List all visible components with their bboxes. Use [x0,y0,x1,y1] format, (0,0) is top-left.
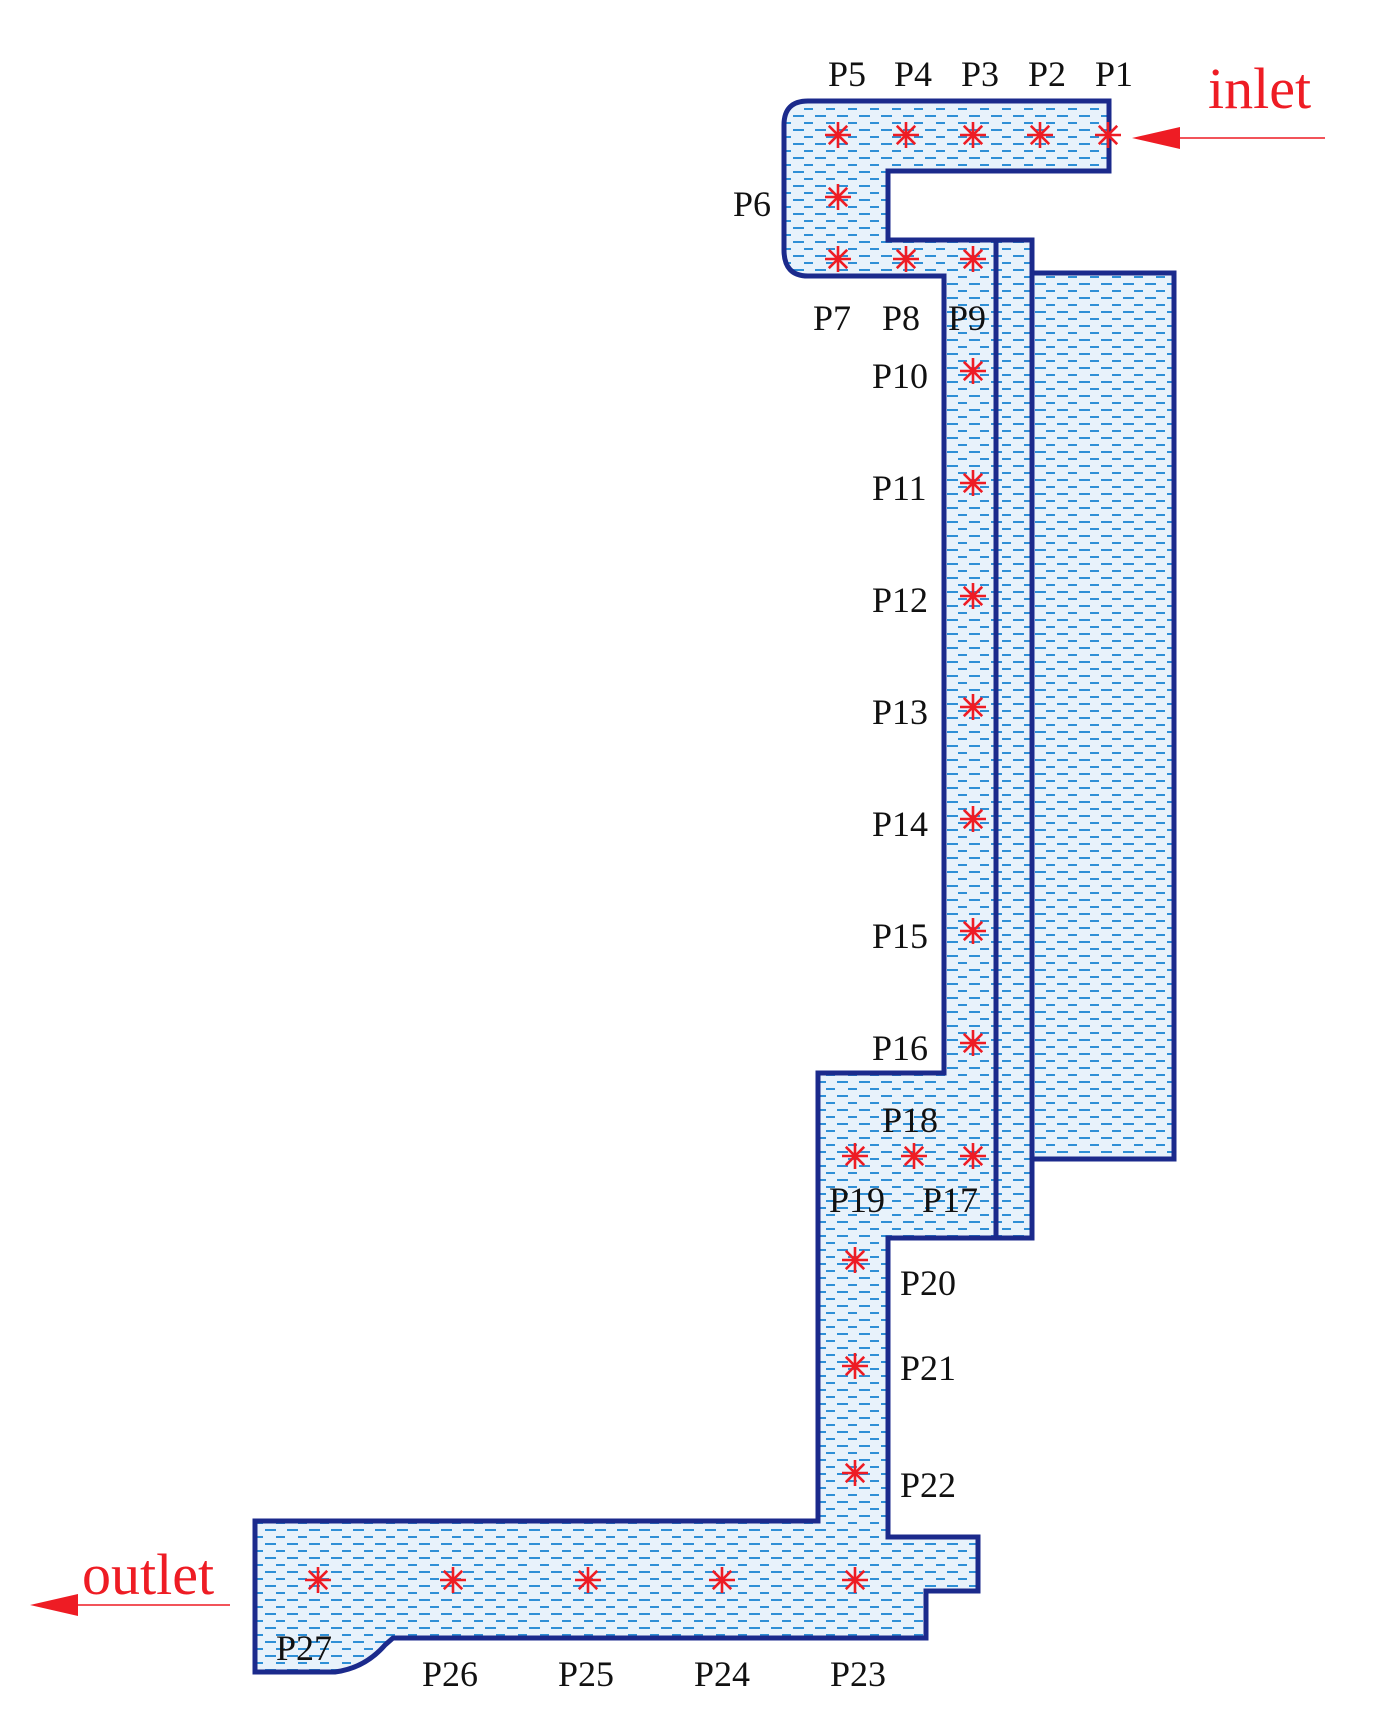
point-label-p2: P2 [1028,54,1066,94]
star-stroke [962,696,984,718]
star-stroke [1097,124,1119,146]
star-stroke [844,1462,866,1484]
star-stroke [844,1145,866,1167]
point-label-p5: P5 [828,54,866,94]
monitoring-point-p1-star-icon [1095,122,1121,148]
monitoring-point-p3-star-icon [960,122,986,148]
inlet-label: inlet [1208,56,1311,121]
point-label-p9: P9 [948,298,986,338]
star-stroke [827,248,849,270]
point-label-p8: P8 [882,298,920,338]
star-stroke [827,124,849,146]
point-label-p23: P23 [830,1654,886,1694]
point-label-p1: P1 [1095,54,1133,94]
monitoring-points [305,122,1121,1593]
point-label-p21: P21 [900,1348,956,1388]
point-label-p3: P3 [961,54,999,94]
point-label-p24: P24 [694,1654,750,1694]
star-stroke [844,1569,866,1591]
star-stroke [962,808,984,830]
monitoring-point-p26-star-icon [440,1567,466,1593]
point-label-p16: P16 [872,1028,928,1068]
star-stroke [962,920,984,942]
monitoring-point-p6-star-icon [825,184,851,210]
point-label-p11: P11 [872,468,927,508]
point-label-p4: P4 [894,54,932,94]
point-label-p12: P12 [872,580,928,620]
point-label-p25: P25 [558,1654,614,1694]
point-label-p18: P18 [882,1100,938,1140]
star-stroke [711,1569,733,1591]
point-label-p17: P17 [922,1180,978,1220]
point-label-p22: P22 [900,1465,956,1505]
monitoring-point-p25-star-icon [575,1567,601,1593]
monitoring-point-p12-star-icon [960,583,986,609]
monitoring-point-p15-star-icon [960,918,986,944]
monitoring-point-p27-star-icon [305,1567,331,1593]
monitoring-point-p16-star-icon [960,1030,986,1056]
star-stroke [962,1032,984,1054]
monitoring-point-p7-star-icon [825,246,851,272]
monitoring-point-p2-star-icon [1027,122,1053,148]
star-stroke [844,1355,866,1377]
monitoring-point-p13-star-icon [960,694,986,720]
star-stroke [962,472,984,494]
outlet-label: outlet [82,1542,214,1607]
monitoring-point-p14-star-icon [960,806,986,832]
point-label-p19: P19 [829,1180,885,1220]
star-stroke [844,1249,866,1271]
star-stroke [895,248,917,270]
star-stroke [442,1569,464,1591]
point-label-p7: P7 [813,298,851,338]
point-label-p6: P6 [733,184,771,224]
monitoring-point-p4-star-icon [893,122,919,148]
gap-strip-region [993,237,1035,1241]
star-stroke [1029,124,1051,146]
monitoring-point-p21-star-icon [842,1353,868,1379]
star-stroke [962,248,984,270]
outer-plate-region [1027,270,1177,1162]
point-label-p13: P13 [872,692,928,732]
monitoring-point-p22-star-icon [842,1460,868,1486]
star-stroke [895,124,917,146]
monitoring-point-p20-star-icon [842,1247,868,1273]
monitoring-point-p19-star-icon [842,1143,868,1169]
star-stroke [962,124,984,146]
star-stroke [962,1145,984,1167]
monitoring-point-p8-star-icon [893,246,919,272]
monitoring-point-p17-star-icon [960,1143,986,1169]
outlet-arrowhead [30,1594,78,1616]
inlet-arrowhead [1132,127,1180,149]
point-label-p15: P15 [872,916,928,956]
star-stroke [307,1569,329,1591]
monitoring-point-p11-star-icon [960,470,986,496]
monitoring-point-p9-star-icon [960,246,986,272]
star-stroke [962,585,984,607]
point-label-p14: P14 [872,804,928,844]
star-stroke [903,1145,925,1167]
monitoring-point-p23-star-icon [842,1567,868,1593]
star-stroke [962,360,984,382]
star-stroke [827,186,849,208]
monitoring-point-p5-star-icon [825,122,851,148]
star-stroke [577,1569,599,1591]
point-label-p27: P27 [276,1628,332,1668]
point-label-p10: P10 [872,356,928,396]
point-label-p26: P26 [422,1654,478,1694]
main-channel-region [252,98,1112,1675]
point-label-p20: P20 [900,1263,956,1303]
monitoring-point-p18-star-icon [901,1143,927,1169]
monitoring-point-p24-star-icon [709,1567,735,1593]
monitoring-point-p10-star-icon [960,358,986,384]
